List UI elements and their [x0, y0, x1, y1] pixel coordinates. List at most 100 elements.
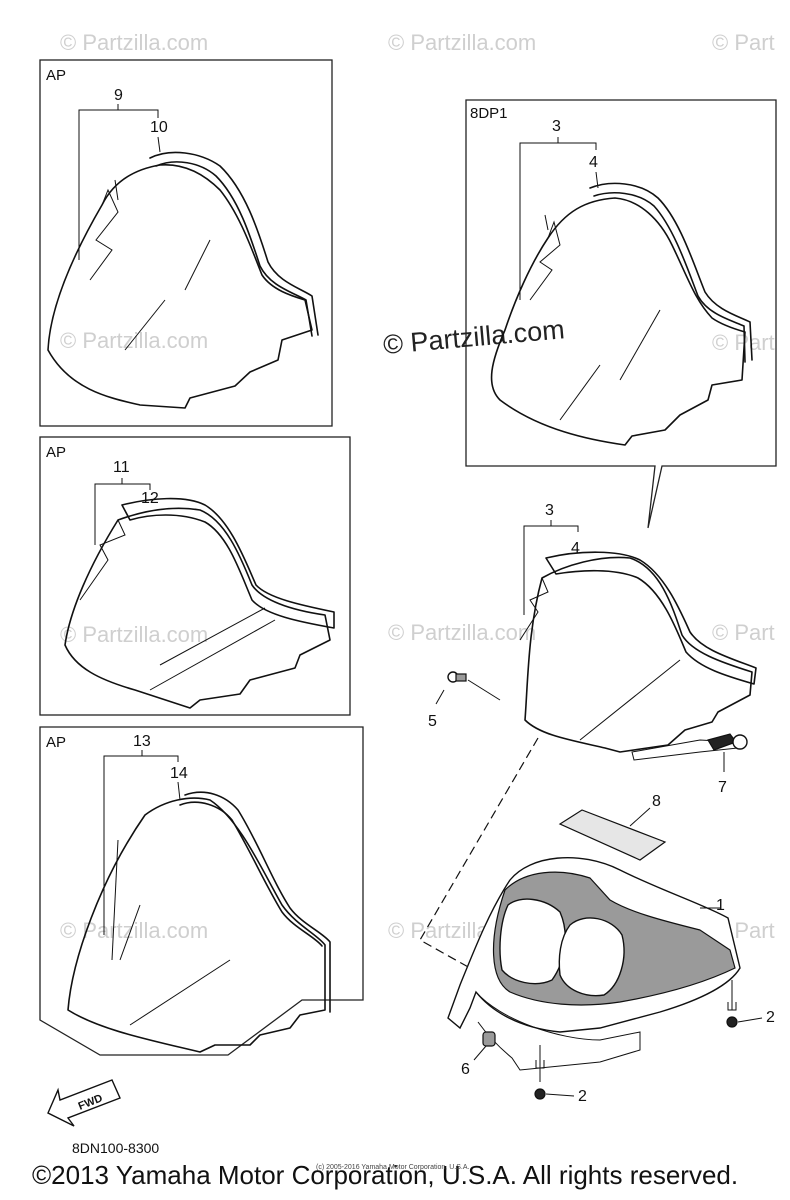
watermark-partial: © Part	[712, 30, 775, 55]
windshield-trim-14	[184, 791, 331, 1013]
bracket-line	[523, 525, 579, 615]
windshield-line	[619, 309, 661, 381]
clip-knob	[732, 734, 748, 750]
bolt-2-lower: 2	[534, 1045, 587, 1105]
bracket-line	[78, 109, 159, 260]
windshield-line	[124, 299, 166, 351]
watermark: © Partzilla.com	[388, 620, 536, 645]
windshield-line	[149, 619, 276, 691]
windshield-13	[67, 797, 326, 1053]
panel-ap-13-14: AP 13 14	[39, 726, 364, 1056]
callout-13: 13	[133, 733, 151, 750]
grommet-6: 6	[461, 1031, 496, 1078]
fwd-arrow: FWD	[47, 1079, 121, 1127]
windshield-tab	[544, 214, 549, 231]
windshield-trim-10-inner	[155, 161, 313, 337]
panel-8dp1-3-4: 8DP1 3 4	[465, 99, 777, 529]
panel-ap-9-10: AP 9 10	[39, 59, 333, 427]
callout-14: 14	[170, 765, 188, 782]
bolt-socket	[727, 1002, 737, 1011]
windshield-tab	[114, 179, 119, 201]
main-assembly: 3 4 5 7 8	[419, 502, 775, 1105]
windshield-main	[524, 556, 753, 753]
watermark-main: © Partzilla.com	[382, 314, 566, 360]
leader-line	[737, 1017, 763, 1023]
windshield-line	[559, 364, 601, 421]
windshield-trim-10	[149, 151, 319, 336]
leader-line	[435, 689, 445, 705]
panel-label: AP	[46, 444, 66, 461]
watermarks: © Partzilla.com © Partzilla.com © Part ©…	[60, 30, 775, 943]
windshield-notch	[79, 519, 126, 601]
panel-label: 8DP1	[470, 105, 508, 122]
assembly-dashed-line	[419, 737, 539, 969]
windshield-trim-main	[545, 551, 757, 685]
callout-2: 2	[766, 1009, 775, 1026]
windshield-3	[490, 197, 746, 446]
panel-frame	[465, 99, 777, 529]
windshield-notch	[519, 577, 549, 641]
callout-5: 5	[428, 713, 437, 730]
windshield-line	[119, 904, 141, 961]
panel-label: AP	[46, 734, 66, 751]
watermark: © Partzilla.com	[60, 30, 208, 55]
windshield-trim-14-inner	[179, 801, 323, 947]
leader-line	[177, 781, 181, 801]
bolt-5: 5	[428, 671, 501, 730]
callout-1: 1	[716, 897, 725, 914]
callout-4: 4	[589, 154, 598, 171]
watermark: © Partzilla.com	[60, 328, 208, 353]
copyright-notice: ©2013 Yamaha Motor Corporation, U.S.A. A…	[32, 1160, 739, 1190]
diagram-code: 8DN100-8300	[72, 1140, 160, 1156]
leader-line	[545, 1093, 575, 1097]
panel-label: AP	[46, 67, 66, 84]
watermark: © Partzilla.com	[60, 622, 208, 647]
windshield-line	[579, 659, 681, 741]
bolt-head	[534, 1088, 546, 1100]
watermark-partial: © Part	[712, 620, 775, 645]
callout-9: 9	[114, 87, 123, 104]
grommet-body	[482, 1031, 496, 1047]
cowl-gauge-right	[558, 917, 625, 997]
callout-3: 3	[545, 502, 554, 519]
windshield-notch	[89, 188, 119, 281]
fwd-arrow-icon	[47, 1079, 121, 1127]
copyright-small-notice: (c) 2005-2016 Yamaha Motor Corporation, …	[316, 1164, 470, 1171]
bolt-shank	[455, 673, 467, 682]
watermark: © Partzilla.com	[388, 30, 536, 55]
windshield-line	[184, 239, 211, 291]
leader-line	[629, 807, 651, 827]
callout-2: 2	[578, 1088, 587, 1105]
callout-8: 8	[652, 793, 661, 810]
bolt-head	[726, 1016, 738, 1028]
callout-4: 4	[571, 540, 580, 557]
callout-3: 3	[552, 118, 561, 135]
bolt-socket	[535, 1060, 545, 1069]
leader-line	[157, 136, 161, 153]
windshield-line	[111, 839, 119, 961]
panel-frame	[39, 726, 364, 1056]
windshield-9	[47, 164, 313, 409]
panel-frame	[39, 436, 351, 716]
bolt-2-right: 2	[726, 980, 775, 1028]
bracket-line	[519, 142, 597, 300]
pad-body	[558, 809, 667, 861]
windshield-11	[64, 507, 331, 709]
windshield-trim-12	[121, 497, 335, 629]
callout-10: 10	[150, 119, 168, 136]
leader-line	[467, 679, 501, 701]
cowl-gauge-left	[499, 898, 566, 985]
cowl-1: 1	[447, 856, 741, 1071]
panel-frame	[39, 59, 333, 427]
windshield-notch	[529, 220, 561, 301]
callout-7: 7	[718, 779, 727, 796]
clip-7: 7	[707, 733, 748, 796]
callout-12: 12	[141, 490, 159, 507]
bracket-line	[103, 755, 179, 935]
windshield-trim-4	[589, 182, 753, 361]
clip-body	[707, 733, 737, 751]
leader-line	[473, 1045, 487, 1061]
callout-6: 6	[461, 1061, 470, 1078]
windshield-trim-4-inner	[593, 192, 746, 363]
